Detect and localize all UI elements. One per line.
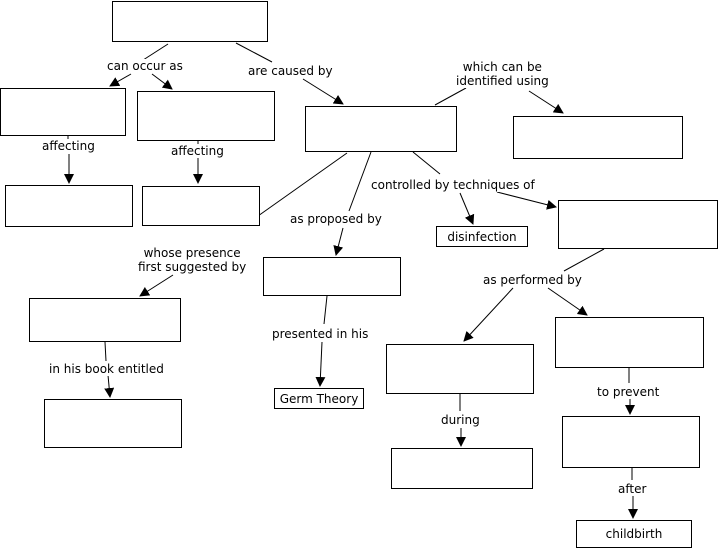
link-label-after: after — [617, 482, 648, 496]
link-label-in-his-book-entitled: in his book entitled — [48, 362, 165, 376]
node-label: disinfection — [447, 229, 517, 244]
link-label-presented-in-his: presented in his — [271, 327, 370, 341]
link-label-affecting-right: affecting — [170, 144, 225, 158]
concept-box-form-a[interactable] — [0, 88, 126, 136]
concept-box-identification[interactable] — [513, 116, 683, 159]
link-label-to-prevent: to prevent — [596, 385, 661, 399]
connector-line — [528, 90, 564, 114]
connector-line — [109, 73, 132, 87]
concept-box-book[interactable] — [44, 399, 182, 448]
connector-line — [302, 78, 344, 105]
connector-line — [547, 287, 588, 316]
connector-line — [104, 374, 115, 398]
concept-box-proposer[interactable] — [263, 257, 401, 296]
connector-line — [323, 295, 328, 325]
concept-box-first-suggester[interactable] — [29, 298, 181, 342]
connector-line — [139, 274, 174, 297]
link-label-affecting-left: affecting — [41, 139, 96, 153]
link-label-as-performed-by: as performed by — [482, 273, 583, 287]
concept-box-performer-b[interactable] — [555, 317, 704, 368]
link-label-controlled-by-techniques-of: controlled by techniques of — [370, 178, 536, 192]
link-label-as-proposed-by: as proposed by — [289, 212, 383, 226]
connector-line — [104, 341, 107, 362]
connector-line — [463, 287, 514, 342]
connector-line — [257, 152, 348, 217]
link-label-during: during — [440, 413, 481, 427]
concept-box-top[interactable] — [112, 1, 268, 42]
concept-box-during-target[interactable] — [391, 448, 533, 489]
connector-line — [563, 248, 605, 272]
concept-box-occasion[interactable] — [562, 416, 700, 468]
link-label-are-caused-by: are caused by — [247, 64, 334, 78]
link-label-identified-using: which can be identified using — [455, 60, 550, 88]
concept-box-performer-a[interactable] — [386, 344, 534, 394]
connector-line — [496, 191, 557, 210]
connector-line — [151, 73, 173, 90]
connector-line — [412, 151, 441, 175]
connector-line — [434, 87, 467, 106]
concept-box-germ-theory[interactable]: Germ Theory — [274, 388, 364, 409]
concept-box-affected-b[interactable] — [142, 186, 260, 226]
concept-box-childbirth[interactable]: childbirth — [576, 520, 692, 548]
connector-line — [348, 151, 372, 212]
node-label: childbirth — [605, 527, 663, 541]
concept-box-form-b[interactable] — [137, 91, 275, 141]
connector-line — [333, 227, 344, 256]
concept-box-technique[interactable] — [558, 200, 718, 249]
link-label-whose-presence-first-suggested-by: whose presence first suggested by — [137, 246, 248, 274]
connector-line — [459, 192, 475, 225]
concept-box-disinfection[interactable]: disinfection — [436, 226, 528, 247]
concept-box-cause[interactable] — [305, 106, 457, 152]
connector-line — [235, 42, 273, 63]
node-label: Germ Theory — [279, 391, 359, 406]
link-label-can-occur-as: can occur as — [106, 59, 184, 73]
concept-box-affected-a[interactable] — [5, 185, 133, 227]
connector-line — [315, 341, 326, 387]
